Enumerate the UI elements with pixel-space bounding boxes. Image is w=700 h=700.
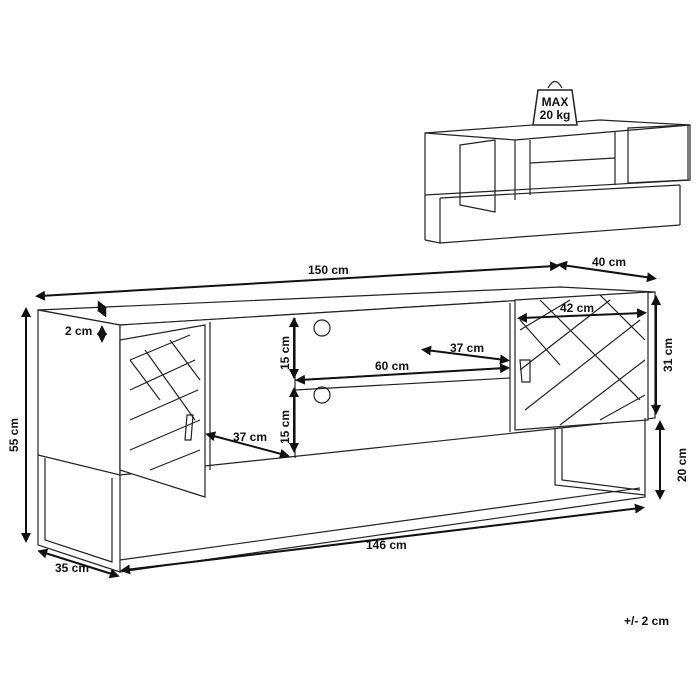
total-height-label: 55 cm bbox=[7, 418, 21, 452]
shelf-width-label: 60 cm bbox=[375, 359, 409, 373]
weight-max-label: MAX bbox=[542, 95, 569, 109]
leg-height-label: 20 cm bbox=[675, 448, 689, 482]
left-door bbox=[119, 324, 206, 498]
right-door bbox=[514, 291, 649, 431]
weight-value-label: 20 kg bbox=[540, 108, 571, 122]
lower-shelf-height-label: 15 cm bbox=[278, 410, 292, 444]
preview-furniture: MAX 20 kg bbox=[424, 80, 691, 244]
side-compartment-depth-label: 37 cm bbox=[233, 430, 267, 444]
main-furniture bbox=[37, 286, 656, 573]
door-height-label: 31 cm bbox=[661, 338, 675, 372]
shelf-depth-label: 37 cm bbox=[450, 341, 484, 355]
tolerance-note: +/- 2 cm bbox=[624, 614, 669, 628]
depth-label: 40 cm bbox=[592, 255, 626, 269]
width-label: 150 cm bbox=[308, 263, 349, 277]
upper-shelf-height-label: 15 cm bbox=[278, 336, 292, 370]
weight-icon: MAX 20 kg bbox=[532, 80, 578, 126]
top-thickness-label: 2 cm bbox=[65, 324, 92, 338]
frame-depth-label: 35 cm bbox=[55, 561, 89, 575]
frame-width-label: 146 cm bbox=[366, 538, 407, 552]
door-width-label: 42 cm bbox=[560, 301, 594, 315]
